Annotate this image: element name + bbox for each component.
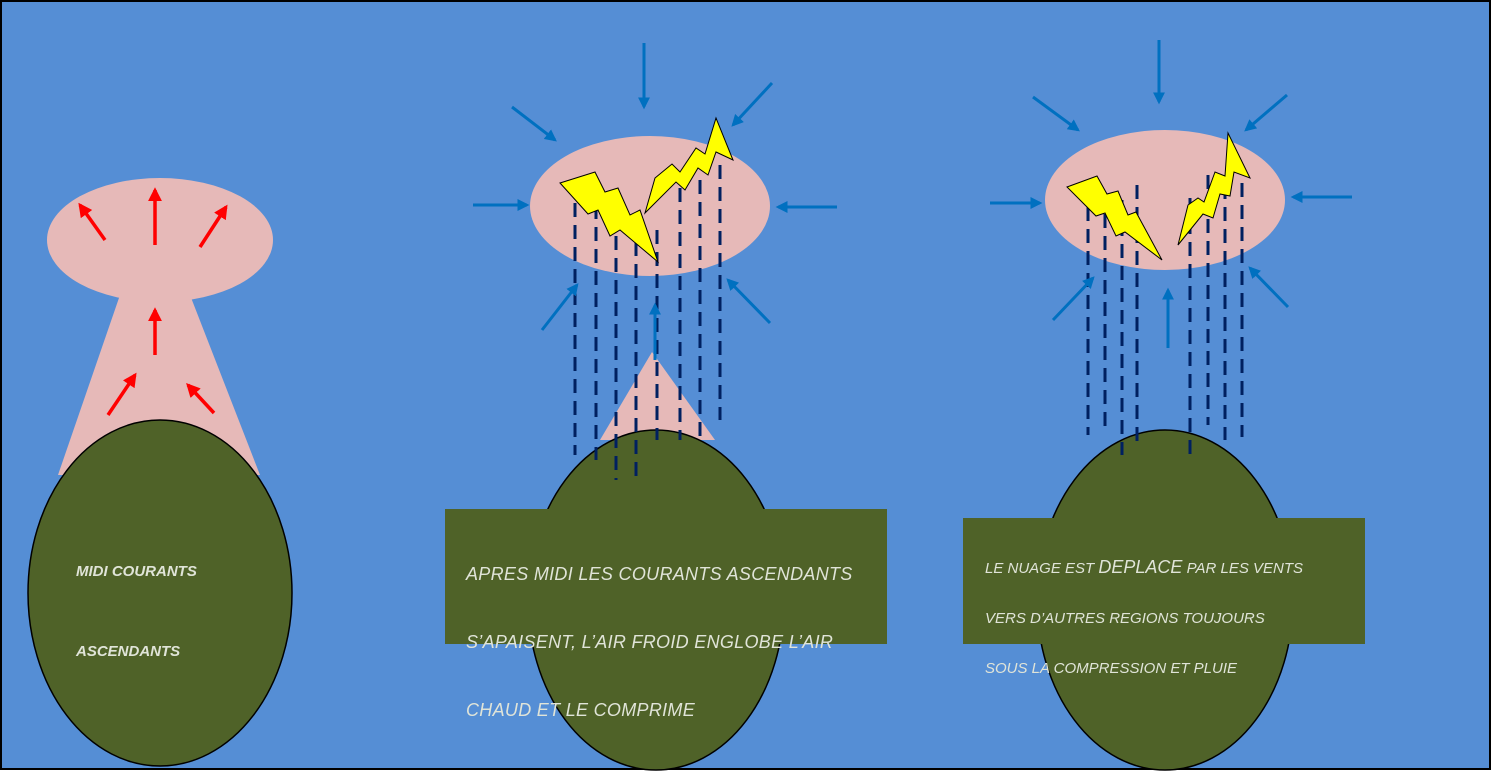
label-midi: MIDI COURANTS ASCENDANTS [76, 512, 286, 712]
label-line: MIDI COURANTS [76, 552, 286, 592]
label-line: SOUS LA COMPRESSION ET PLUIE [985, 656, 1365, 681]
label-deplacement: LE NUAGE EST DEPLACE PAR LES VENTS VERS … [985, 530, 1365, 706]
label-line: APRES MIDI LES COURANTS ASCENDANTS [466, 557, 886, 591]
label-line: LE NUAGE EST DEPLACE PAR LES VENTS [985, 555, 1365, 581]
label-line: CHAUD ET LE COMPRIME [466, 693, 886, 727]
cloud [47, 178, 273, 302]
label-emphasis: DEPLACE [1098, 557, 1182, 577]
label-line: S’APAISENT, L’AIR FROID ENGLOBE L’AIR [466, 625, 886, 659]
label-line: ASCENDANTS [76, 632, 286, 672]
label-text: LE NUAGE EST [985, 560, 1098, 577]
label-line: VERS D’AUTRES REGIONS TOUJOURS [985, 606, 1365, 631]
label-apres-midi: APRES MIDI LES COURANTS ASCENDANTS S’APA… [466, 523, 886, 761]
label-text: PAR LES VENTS [1182, 560, 1303, 577]
